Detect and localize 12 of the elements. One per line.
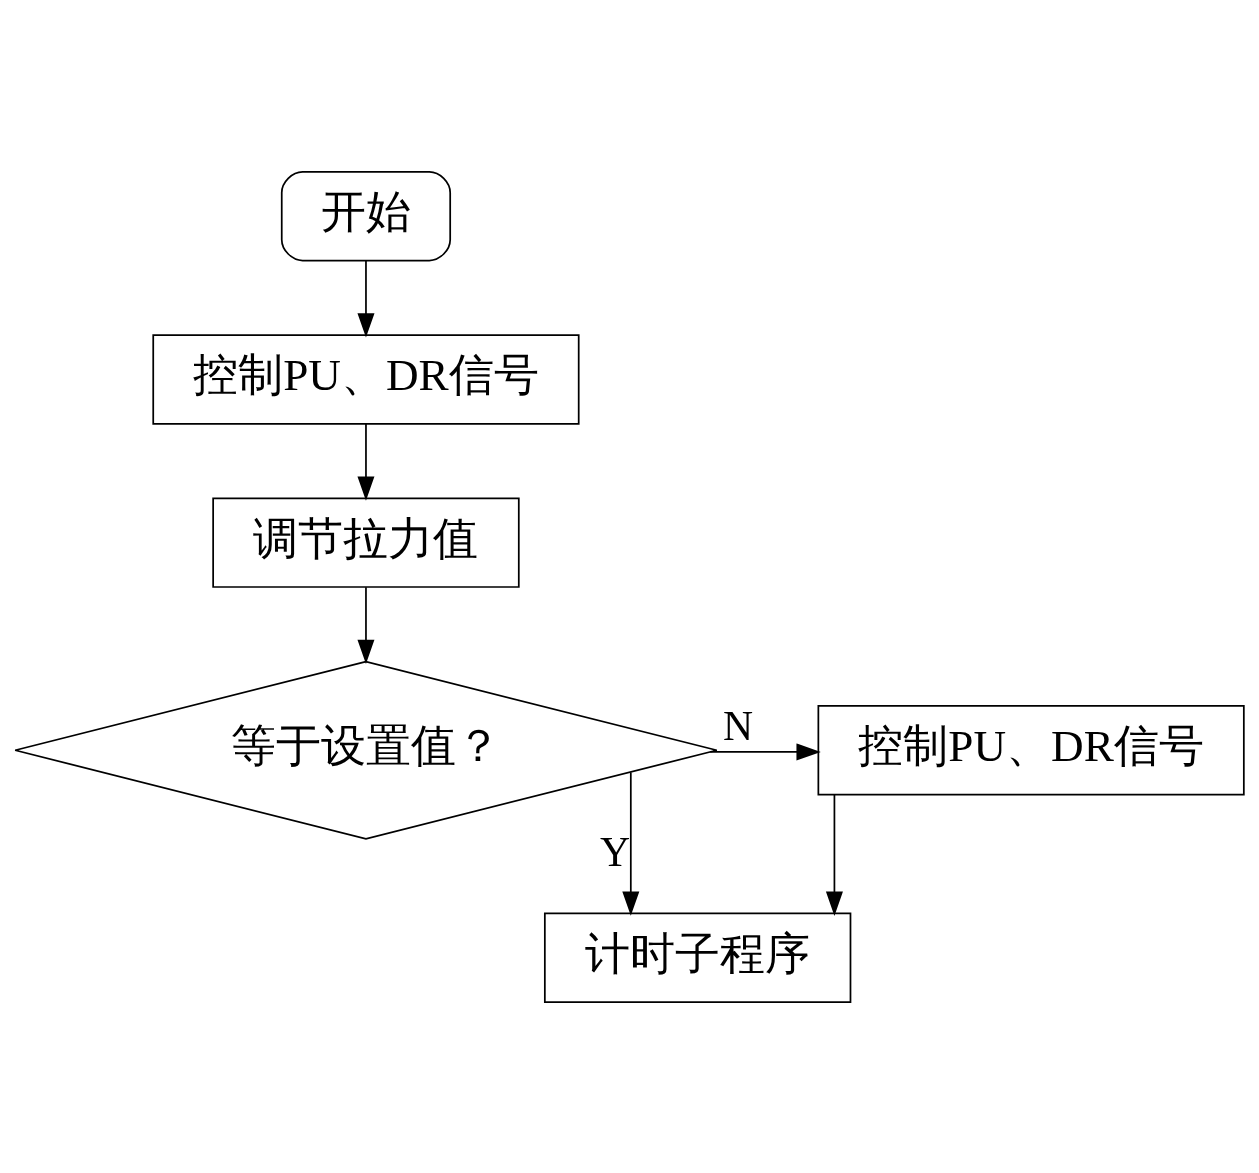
arrow xyxy=(357,422,375,501)
node-box: 调节拉力值 xyxy=(212,497,520,588)
arrow xyxy=(825,793,843,916)
node-box: 开始 xyxy=(280,170,452,261)
node-box: 计时子程序 xyxy=(543,912,852,1003)
arrow xyxy=(357,585,375,664)
edge-label: N xyxy=(723,702,754,749)
node-box: 控制PU、DR信号 xyxy=(817,704,1245,795)
arrow xyxy=(622,771,640,916)
arrow xyxy=(357,259,375,338)
node-box: 控制PU、DR信号 xyxy=(152,333,580,425)
arrow xyxy=(709,742,821,760)
